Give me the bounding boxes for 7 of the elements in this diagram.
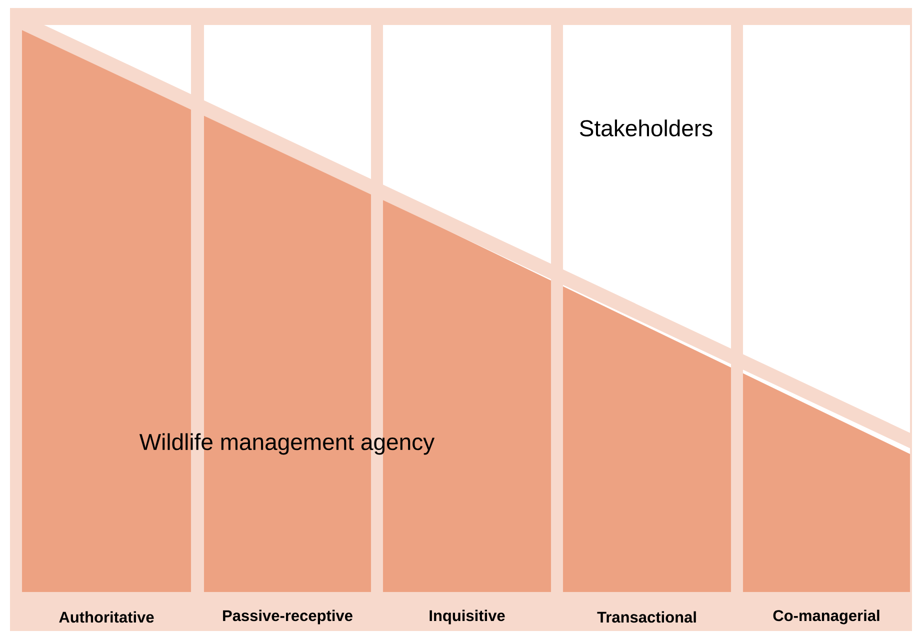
region-label: Wildlife management agency <box>139 433 435 455</box>
column-label: Authoritative <box>59 611 154 623</box>
column-label: Transactional <box>597 611 696 623</box>
column-label: Inquisitive <box>430 610 505 624</box>
region-label: Stakeholders <box>580 120 712 136</box>
column-label: Passive-receptive <box>223 610 352 624</box>
column-label: Co-managerial <box>773 610 880 624</box>
